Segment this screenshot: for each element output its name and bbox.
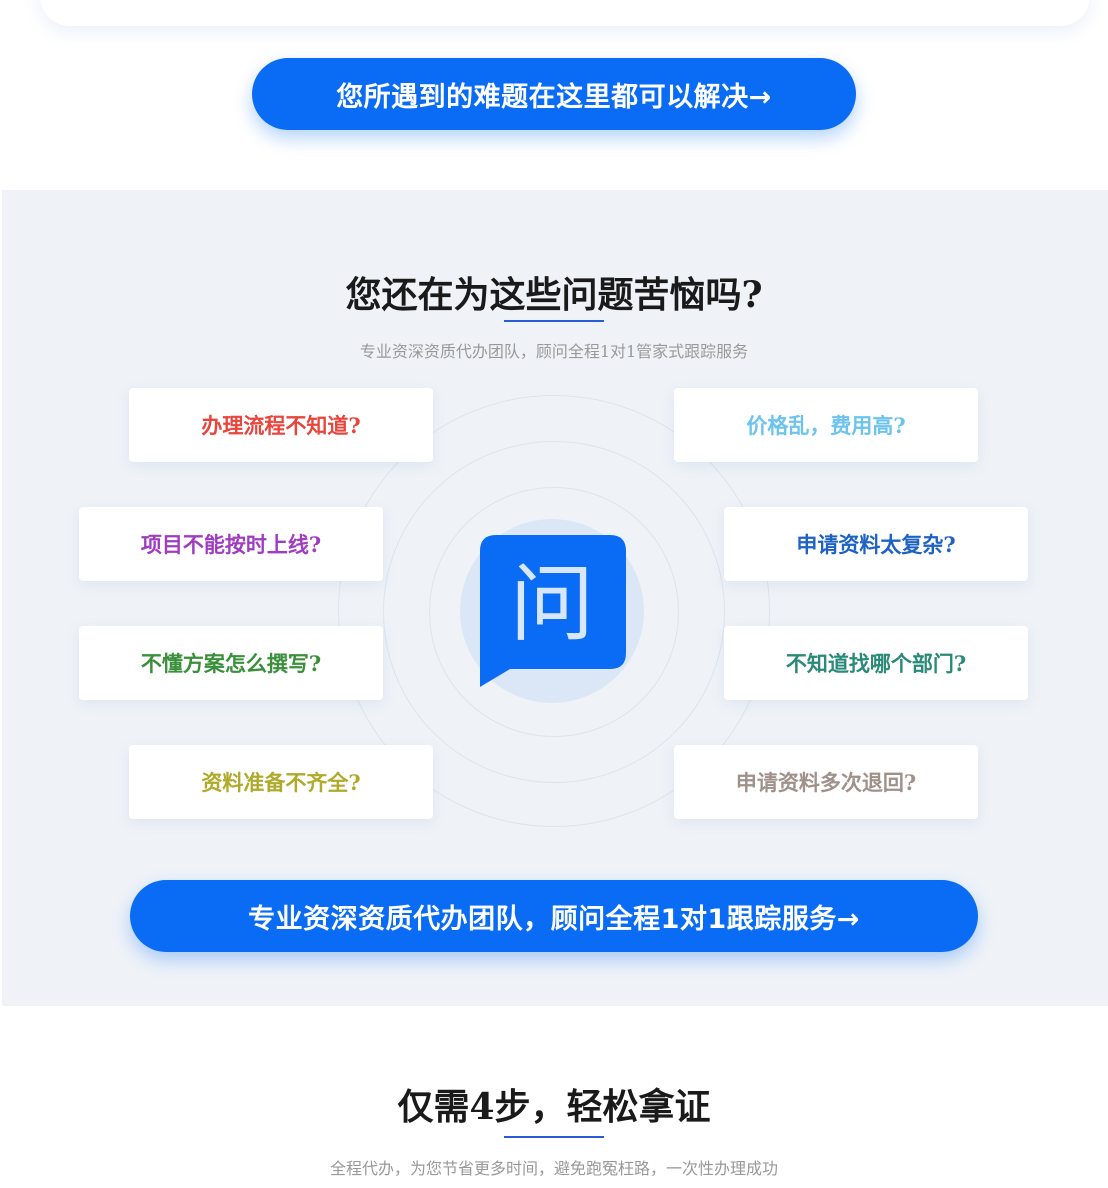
problems-title-underline bbox=[504, 320, 604, 322]
card-label: 资料准备不齐全? bbox=[201, 770, 361, 795]
steps-title-underline bbox=[504, 1136, 604, 1138]
top-card-edge bbox=[40, 0, 1090, 26]
card-label: 申请资料多次退回? bbox=[735, 770, 917, 795]
question-char: 问 bbox=[510, 555, 594, 653]
problems-subtitle: 专业资深资质代办团队，顾问全程1对1管家式跟踪服务 bbox=[359, 342, 749, 361]
card-label: 申请资料太复杂? bbox=[796, 532, 956, 557]
card-label: 不懂方案怎么撰写? bbox=[140, 651, 322, 676]
problem-card-materials-complex: 申请资料太复杂? bbox=[724, 507, 1028, 581]
problem-card-incomplete: 资料准备不齐全? bbox=[129, 745, 433, 819]
card-label: 项目不能按时上线? bbox=[140, 532, 322, 557]
steps-subtitle: 全程代办，为您节省更多时间，避免跑冤枉路，一次性办理成功 bbox=[329, 1159, 778, 1178]
problem-card-department: 不知道找哪个部门? bbox=[724, 626, 1028, 700]
problem-card-process: 办理流程不知道? bbox=[129, 388, 433, 462]
problem-card-price: 价格乱，费用高? bbox=[674, 388, 978, 462]
problem-card-plan-writing: 不懂方案怎么撰写? bbox=[79, 626, 383, 700]
card-label: 价格乱，费用高? bbox=[746, 413, 906, 438]
consult-service-button[interactable]: 专业资深资质代办团队，顾问全程1对1跟踪服务→ bbox=[130, 880, 978, 952]
problems-title: 您还在为这些问题苦恼吗? bbox=[345, 274, 763, 316]
card-label: 办理流程不知道? bbox=[201, 413, 361, 438]
problem-card-schedule: 项目不能按时上线? bbox=[79, 507, 383, 581]
solve-problems-button[interactable]: 您所遇到的难题在这里都可以解决→ bbox=[252, 58, 856, 130]
problem-card-rejected: 申请资料多次退回? bbox=[674, 745, 978, 819]
steps-title: 仅需4步，轻松拿证 bbox=[397, 1086, 711, 1128]
outer-ring bbox=[338, 395, 770, 827]
card-label: 不知道找哪个部门? bbox=[785, 651, 967, 676]
question-chat-icon: 问 bbox=[480, 535, 626, 687]
middle-ring bbox=[383, 441, 725, 783]
inner-ring bbox=[429, 487, 679, 737]
